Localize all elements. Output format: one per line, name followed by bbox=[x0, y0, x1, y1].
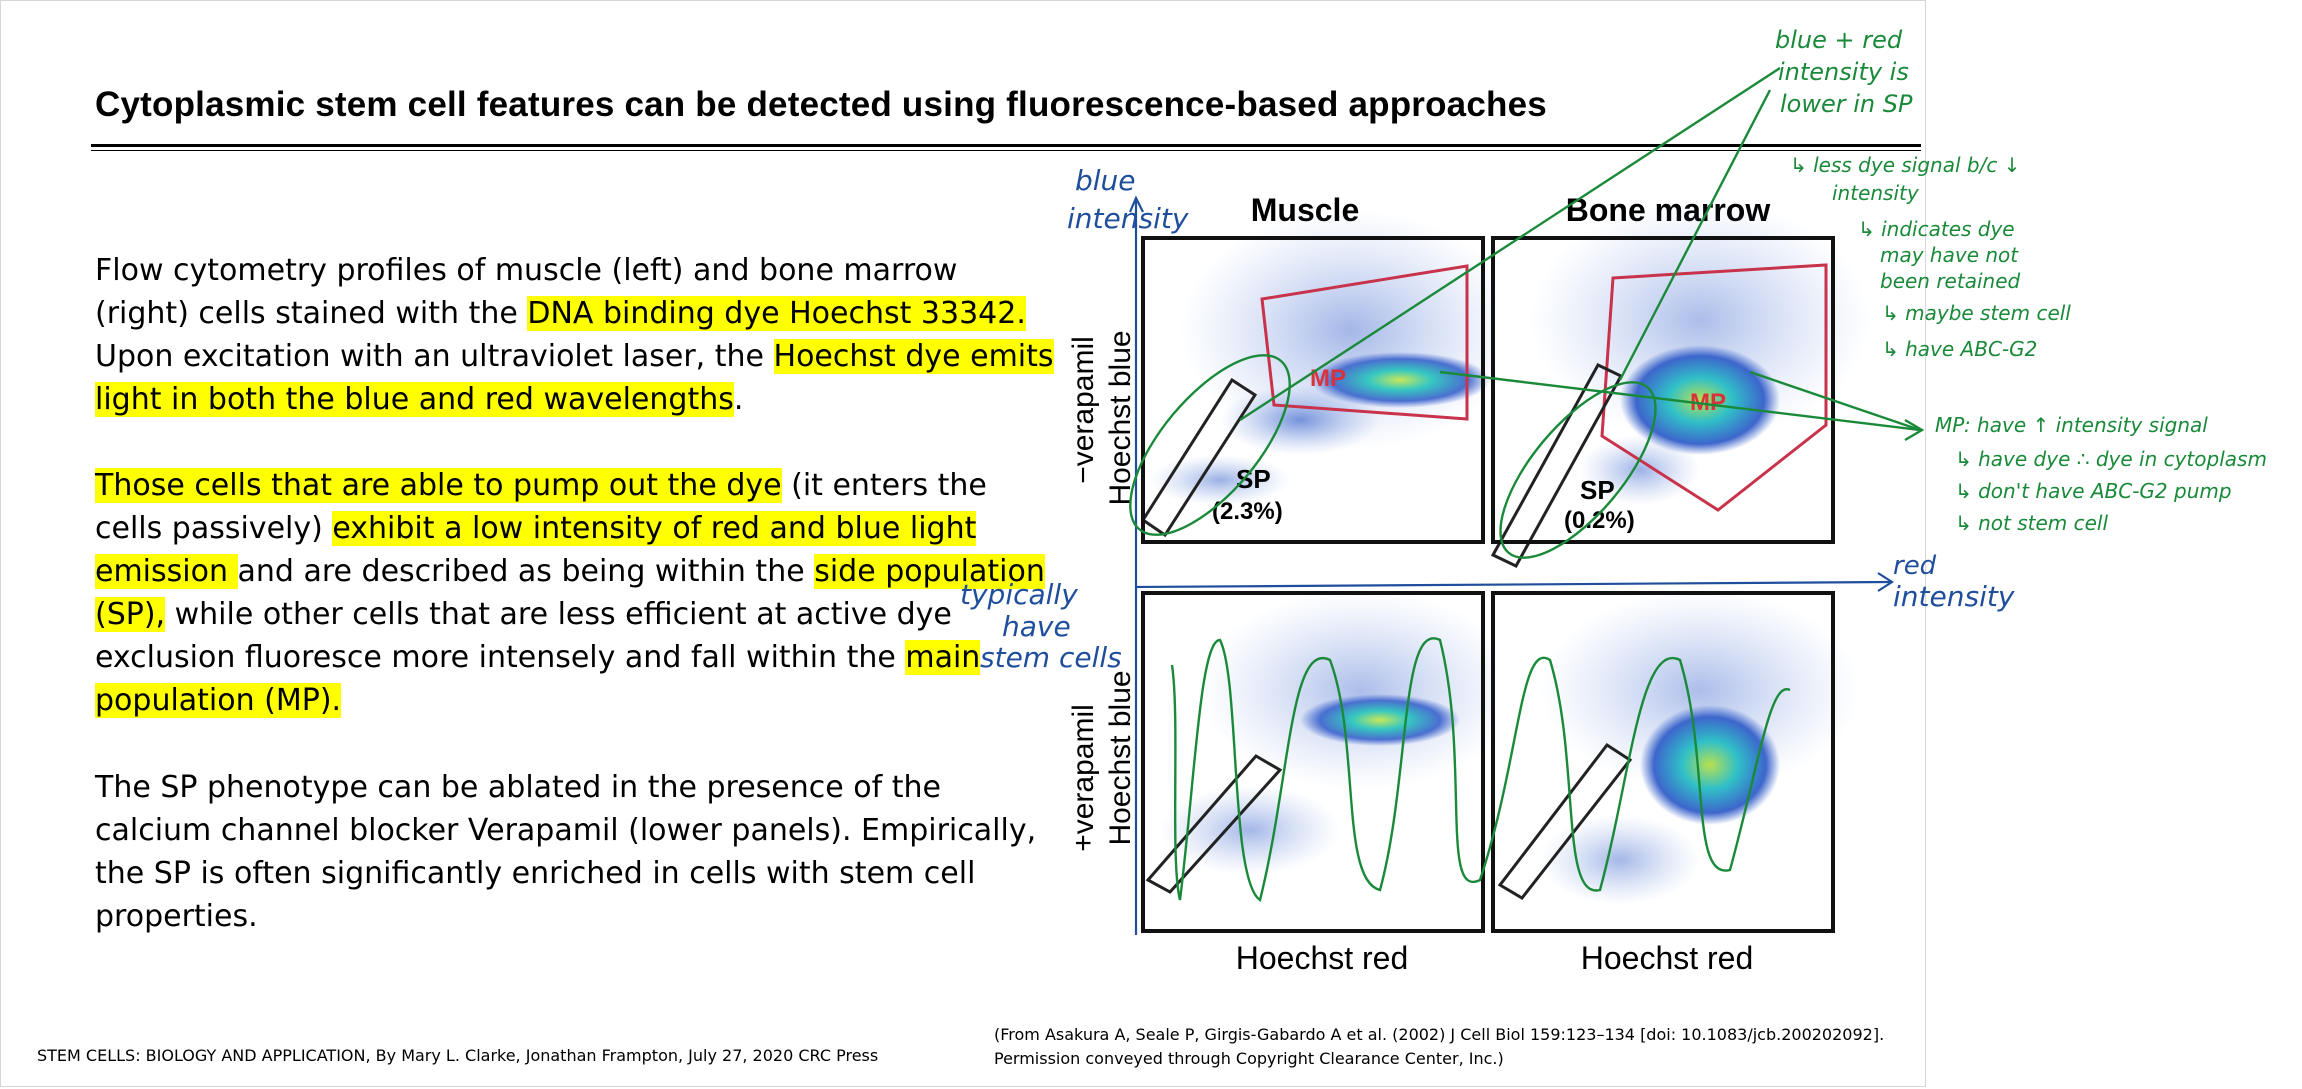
ink-blue-intensity-line2: intensity bbox=[1067, 202, 1189, 235]
figure-row-plus-verapamil: +verapamil bbox=[1067, 704, 1100, 852]
ink-mp-note-4: ↳ not stem cell bbox=[1955, 511, 2108, 535]
credit-source-line1: (From Asakura A, Seale P, Girgis-Gabardo… bbox=[994, 1025, 1885, 1044]
slide-title: Cytoplasmic stem cell features can be de… bbox=[95, 85, 1547, 124]
credit-figure-source: (From Asakura A, Seale P, Girgis-Gabardo… bbox=[994, 1023, 1884, 1071]
ink-sp-note-1: ↳ less dye signal b/c ↓ bbox=[1790, 153, 2020, 177]
ink-sp-note-2: intensity bbox=[1832, 181, 1920, 205]
paragraph1-run-highlighted: DNA binding dye Hoechst 33342. bbox=[527, 296, 1026, 331]
panel-bone-plus bbox=[1491, 590, 1860, 933]
ink-green-strokes bbox=[1129, 66, 1925, 902]
paragraph-side-population: Those cells that are able to pump out th… bbox=[95, 464, 1055, 722]
ink-sp-note-4: may have not bbox=[1880, 243, 2019, 267]
title-rule-thin bbox=[91, 150, 1921, 151]
mp-label-muscle: MP bbox=[1310, 365, 1346, 392]
title-rule-thick bbox=[91, 144, 1921, 147]
figure-ylabel-bottom: Hoechst blue bbox=[1104, 670, 1137, 845]
figure-row-minus-verapamil: −verapamil bbox=[1067, 336, 1100, 484]
paragraph1-run: Upon excitation with an ultraviolet lase… bbox=[95, 339, 774, 374]
ink-sp-note-3: ↳ indicates dye bbox=[1858, 217, 2015, 241]
paragraph-verapamil: The SP phenotype can be ablated in the p… bbox=[95, 766, 1055, 938]
paragraph1-run: Flow cytometry profiles of muscle (left)… bbox=[95, 253, 958, 331]
paragraph-flow-cytometry: Flow cytometry profiles of muscle (left)… bbox=[95, 249, 1055, 421]
sp-pct-muscle: (2.3%) bbox=[1212, 498, 1283, 525]
ink-mp-note-2: ↳ have dye ∴ dye in cytoplasm bbox=[1955, 447, 2267, 471]
ink-sp-note-5: been retained bbox=[1880, 269, 2021, 293]
ink-mp-note-1: MP: have ↑ intensity signal bbox=[1935, 413, 2208, 437]
ink-typically-line1: typically bbox=[960, 578, 1078, 611]
sp-pct-bone: (0.2%) bbox=[1564, 507, 1635, 534]
ink-mp-note-3: ↳ don't have ABC-G2 pump bbox=[1955, 479, 2232, 503]
ink-sp-note-7: ↳ have ABC-G2 bbox=[1882, 337, 2037, 361]
paragraph1-run: . bbox=[733, 382, 744, 417]
ink-green-notes: blue + red intensity is lower in SP ↳ le… bbox=[1775, 26, 2267, 535]
paragraph2-run: and are described as being within the bbox=[237, 554, 815, 589]
paragraph2-run: while other cells that are less efficien… bbox=[95, 597, 952, 675]
paragraph-verapamil-text: The SP phenotype can be ablated in the p… bbox=[95, 770, 1037, 934]
figure-ylabel-top: Hoechst blue bbox=[1104, 330, 1137, 505]
ink-typically-line3: stem cells bbox=[980, 641, 1122, 674]
credit-source-line2: Permission conveyed through Copyright Cl… bbox=[994, 1049, 1504, 1068]
ink-blue-intensity-line1: blue bbox=[1075, 164, 1136, 197]
sp-label-bone: SP bbox=[1580, 475, 1615, 505]
ink-blue-annotations bbox=[1128, 195, 1895, 935]
ink-top-note-2: intensity is bbox=[1778, 58, 1909, 86]
ink-top-note-3: lower in SP bbox=[1780, 90, 1913, 118]
ink-red-intensity-line2: intensity bbox=[1893, 580, 2015, 613]
panel-bone-minus: MP SP (0.2%) bbox=[1490, 200, 1870, 568]
paragraph2-run: (it enters the cells passively) bbox=[95, 468, 987, 546]
ink-red-intensity-line1: red bbox=[1893, 551, 1937, 581]
figure-xlabel-bone: Hoechst red bbox=[1581, 940, 1754, 976]
ink-sp-note-6: ↳ maybe stem cell bbox=[1882, 301, 2071, 325]
paragraph2-run-highlighted: Those cells that are able to pump out th… bbox=[95, 468, 782, 503]
panel-muscle-plus bbox=[1141, 590, 1520, 933]
ink-typically-line2: have bbox=[1002, 610, 1071, 643]
figure-xlabel-muscle: Hoechst red bbox=[1236, 940, 1409, 976]
credit-book: STEM CELLS: BIOLOGY AND APPLICATION, By … bbox=[37, 1046, 879, 1065]
ink-top-note-1: blue + red bbox=[1775, 26, 1903, 54]
